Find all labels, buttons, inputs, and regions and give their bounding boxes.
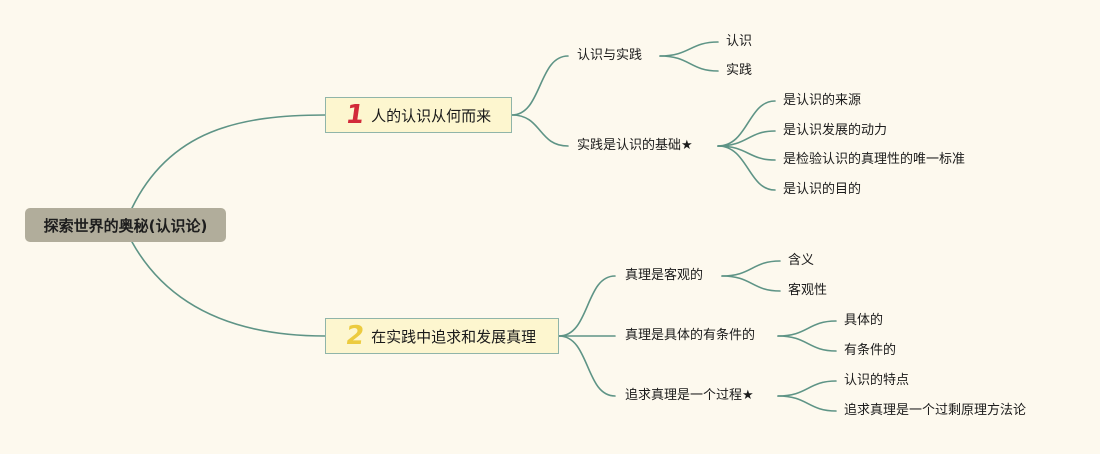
branch-topic-2-label: 在实践中追求和发展真理 — [371, 327, 537, 346]
subtopic-truth-concrete-conditional[interactable]: 真理是具体的有条件的 — [625, 328, 756, 343]
connector-sub1-leaf2 — [659, 55, 719, 72]
connector-sub2-leaf4 — [717, 145, 776, 191]
leaf-concrete[interactable]: 具体的 — [844, 313, 884, 328]
connector-root-branch-1 — [131, 114, 326, 209]
connector-b2sub3-leaf2 — [777, 395, 837, 412]
leaf-knowledge[interactable]: 认识 — [726, 34, 753, 49]
leaf-purpose-of-knowledge[interactable]: 是认识的目的 — [783, 182, 862, 197]
connector-root-branch-2 — [131, 241, 326, 337]
connector-b2-sub3 — [558, 335, 616, 397]
branch-number-1-badge: 1 — [343, 100, 367, 130]
connector-b2sub2-leaf1 — [777, 320, 837, 337]
leaf-source-of-knowledge[interactable]: 是认识的来源 — [783, 93, 862, 108]
leaf-truth-process-methodology[interactable]: 追求真理是一个过剩原理方法论 — [844, 403, 1027, 418]
leaf-characteristics-of-knowledge[interactable]: 认识的特点 — [844, 373, 910, 388]
root-topic[interactable]: 探索世界的奥秘(认识论) — [25, 208, 226, 242]
connector-b2sub3-leaf1 — [777, 380, 837, 397]
subtopic-knowledge-and-practice[interactable]: 认识与实践 — [577, 48, 643, 63]
leaf-objectivity[interactable]: 客观性 — [788, 283, 828, 298]
subtopic-truth-process[interactable]: 追求真理是一个过程★ — [625, 388, 754, 403]
leaf-driving-force[interactable]: 是认识发展的动力 — [783, 123, 888, 138]
connector-sub1-leaf1 — [659, 41, 719, 57]
connector-sub2-leaf1 — [717, 100, 776, 147]
leaf-meaning[interactable]: 含义 — [788, 253, 815, 268]
connector-b1-sub1 — [511, 55, 569, 116]
leaf-sole-criterion[interactable]: 是检验认识的真理性的唯一标准 — [783, 152, 966, 167]
branch-topic-2[interactable]: 2 在实践中追求和发展真理 — [325, 318, 559, 354]
subtopic-truth-objective[interactable]: 真理是客观的 — [625, 268, 704, 283]
branch-number-2-badge: 2 — [343, 321, 367, 351]
connector-b2sub2-leaf2 — [777, 335, 837, 352]
connector-b2sub1-leaf2 — [721, 275, 781, 292]
leaf-practice[interactable]: 实践 — [726, 63, 753, 78]
branch-topic-1[interactable]: 1 人的认识从何而来 — [325, 97, 512, 133]
branch-topic-1-label: 人的认识从何而来 — [371, 106, 492, 125]
connector-b2-sub1 — [558, 275, 616, 337]
connector-b1-sub2 — [511, 114, 569, 147]
subtopic-practice-foundation[interactable]: 实践是认识的基础★ — [577, 138, 693, 153]
leaf-conditional[interactable]: 有条件的 — [844, 343, 897, 358]
connector-b2sub1-leaf1 — [721, 260, 781, 277]
